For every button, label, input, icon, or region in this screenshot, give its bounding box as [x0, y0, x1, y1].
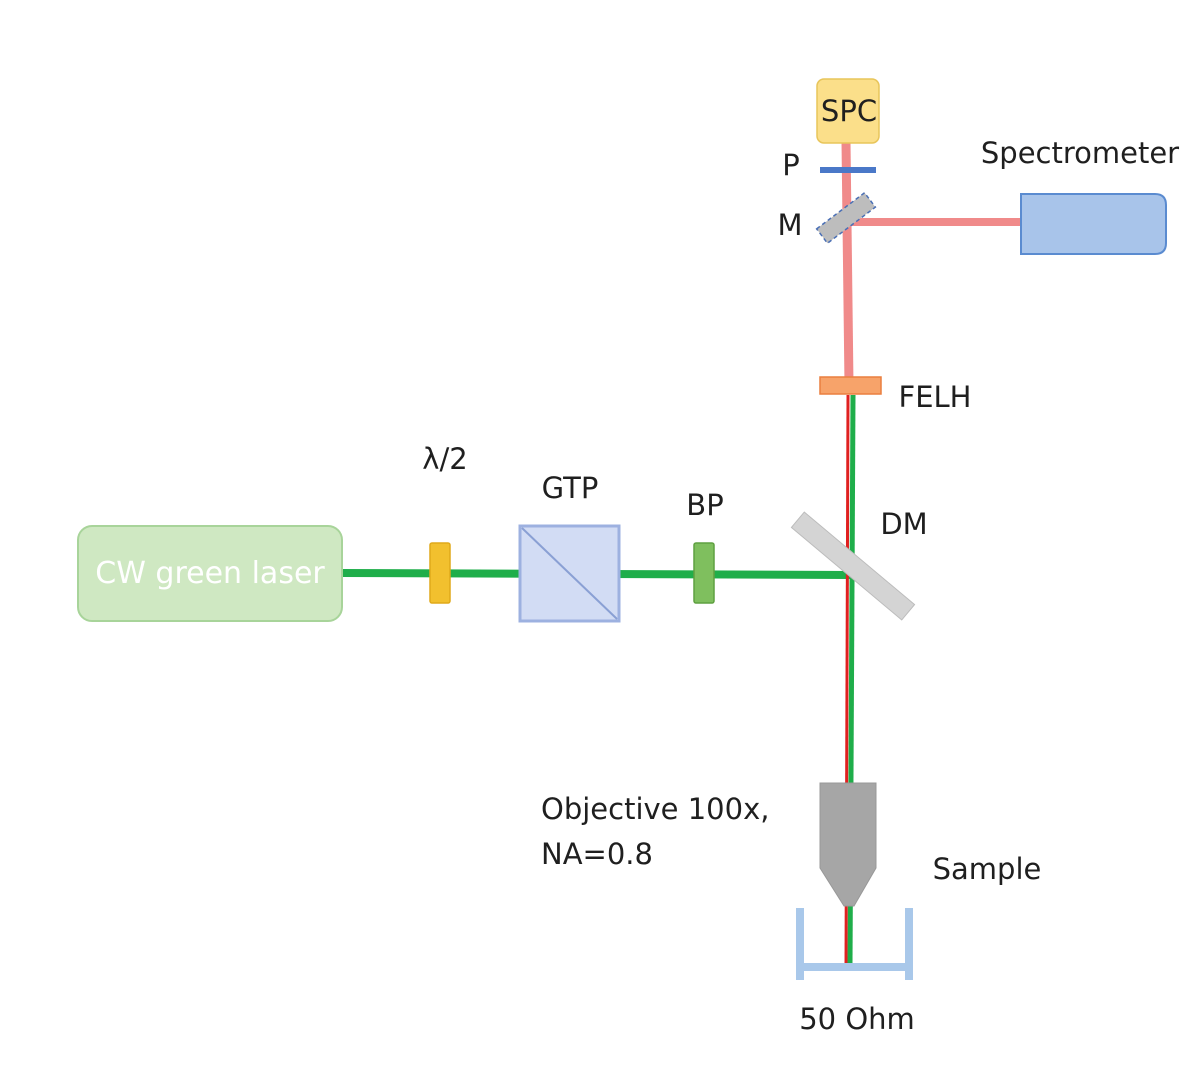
spc-detector: [816, 78, 880, 144]
flip-mirror: [815, 191, 877, 245]
laser-label: CW green laser: [95, 556, 325, 591]
objective-lens: [819, 782, 877, 907]
signal-beam-upper: [841, 141, 854, 386]
spectrometer-label: Spectrometer: [981, 136, 1179, 170]
felh-filter: [819, 376, 882, 395]
objective-label-line1: Objective 100x,: [541, 792, 769, 826]
cw-green-laser: [77, 525, 343, 622]
p-label: P: [782, 148, 800, 182]
sample-holder: [796, 908, 913, 980]
sample-label: Sample: [933, 852, 1042, 886]
gtp-label: GTP: [542, 471, 599, 505]
spectrometer-box: [1020, 193, 1167, 255]
felh-label: FELH: [899, 380, 972, 414]
half-wave-label: λ/2: [422, 442, 467, 476]
dm-label: DM: [880, 507, 927, 541]
bp-label: BP: [686, 488, 723, 522]
dichroic-mirror: [790, 511, 916, 621]
spc-label: SPC: [821, 94, 877, 128]
bp-filter: [693, 542, 715, 604]
half-wave-plate: [429, 542, 451, 604]
polarizer: [820, 167, 876, 173]
gtp-diagonal: [521, 527, 618, 620]
ohm-label: 50 Ohm: [799, 1002, 915, 1036]
m-label: M: [777, 208, 802, 242]
objective-label-line2: NA=0.8: [541, 837, 653, 871]
